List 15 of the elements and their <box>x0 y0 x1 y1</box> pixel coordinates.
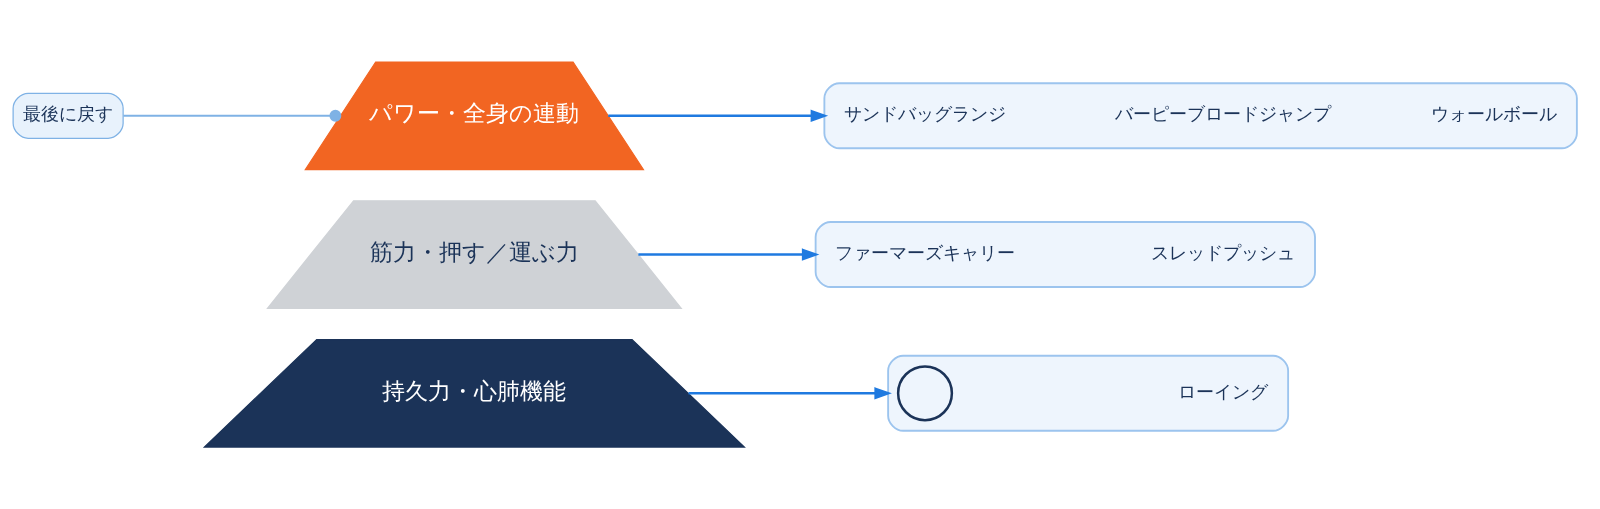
arrow <box>638 248 820 261</box>
cluster <box>887 354 1290 432</box>
connector <box>122 109 342 122</box>
node-text: ローイング <box>1178 381 1269 402</box>
cluster <box>823 82 1578 150</box>
node-text: ファーマーズキャリー <box>835 243 1015 264</box>
cluster <box>814 221 1316 288</box>
node-text: スレッドプッシュ <box>1151 243 1296 264</box>
node-box: 最後に戻す <box>12 92 124 139</box>
arrow <box>608 109 829 122</box>
node-person <box>896 365 954 422</box>
node-text: サンドバッグランジ <box>844 104 1006 125</box>
node-text: バーピーブロードジャンプ <box>1115 104 1332 125</box>
arrow <box>688 387 892 400</box>
node-text: ウォールボール <box>1431 104 1558 125</box>
